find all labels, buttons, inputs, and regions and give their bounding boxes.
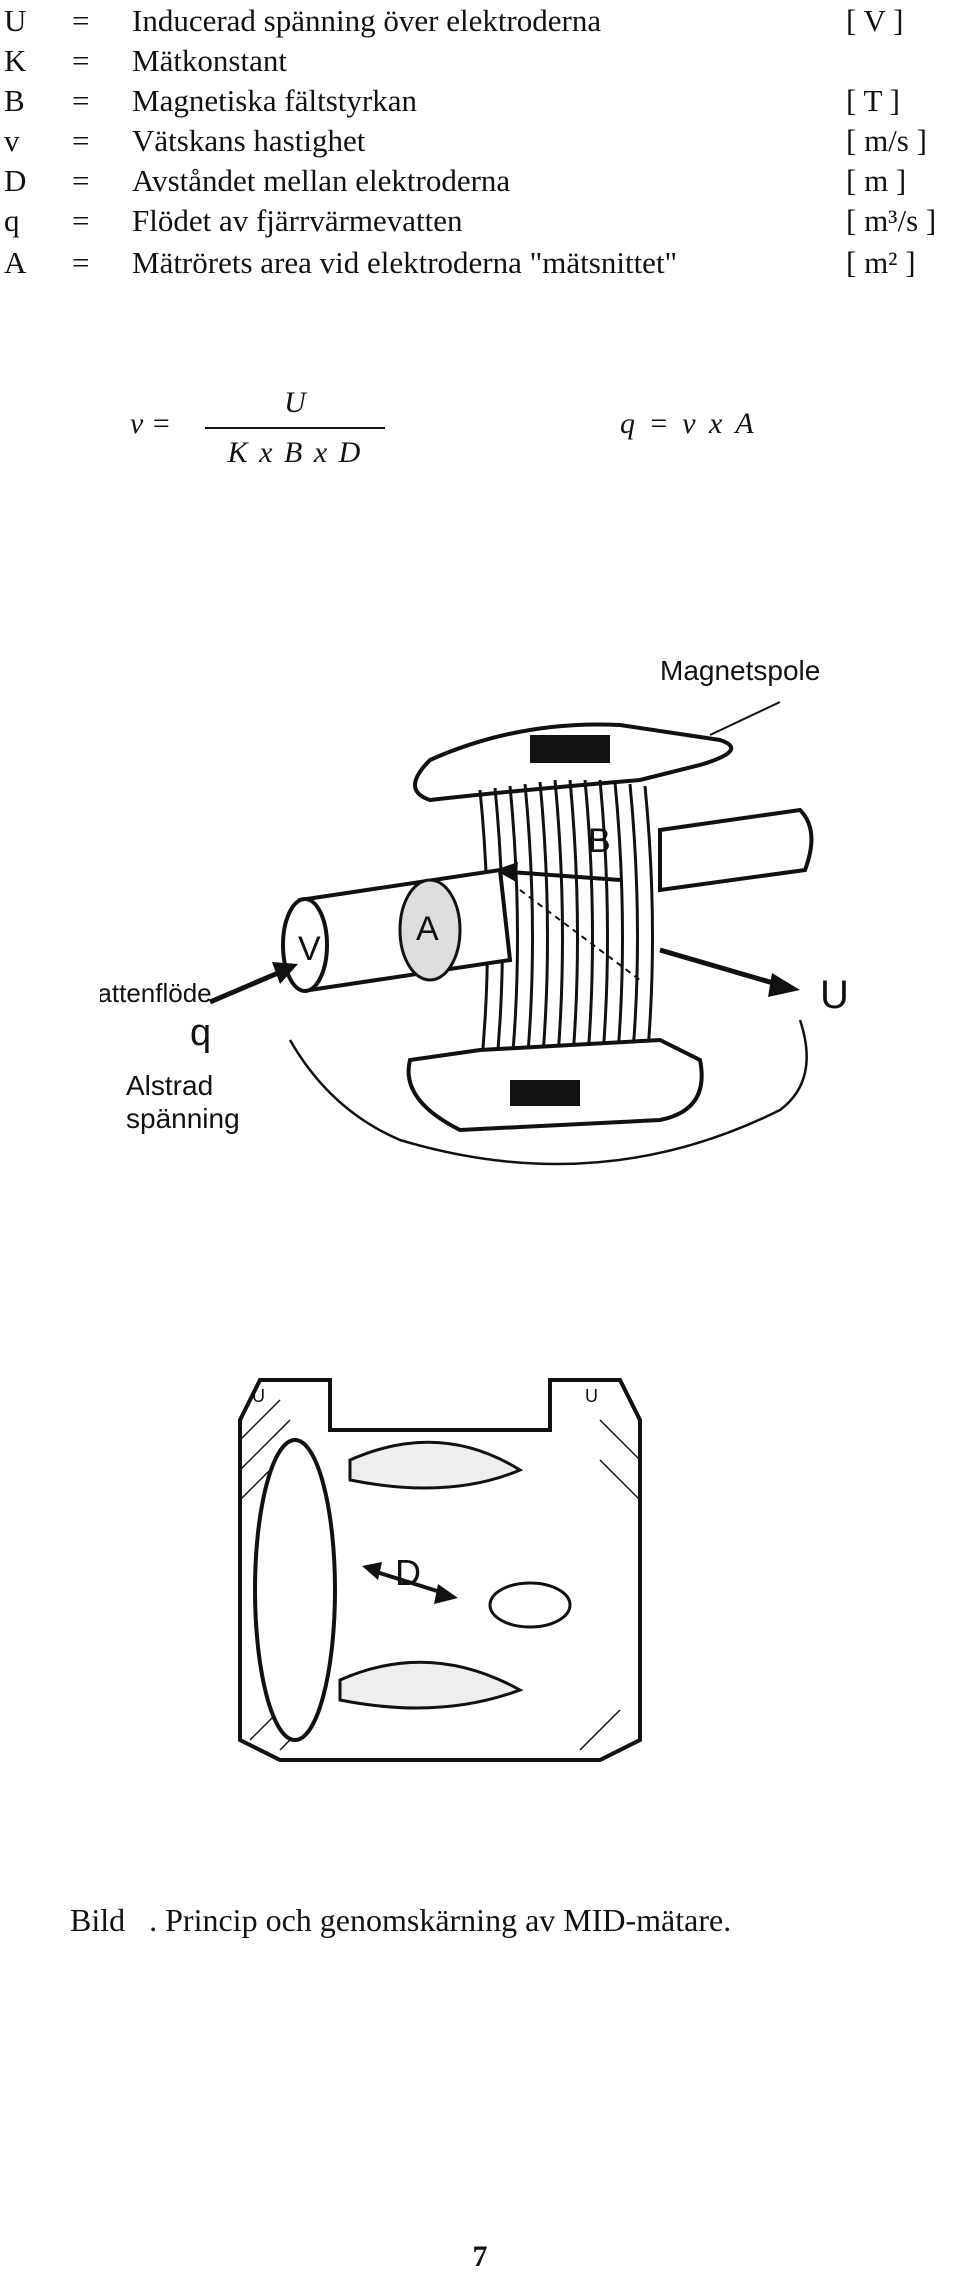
symbol: D <box>4 163 27 198</box>
definition-row: B = Magnetiska fältstyrkan [ T ] <box>0 80 960 122</box>
definition-text: Inducerad spänning över elektroderna <box>132 3 602 38</box>
flow-q-label: q <box>190 1012 211 1054</box>
electrode-distance-label: D <box>395 1552 421 1593</box>
voltage-arrowhead-right <box>768 973 800 997</box>
definition-text: Vätskans hastighet <box>132 123 366 158</box>
area-label: A <box>416 910 439 948</box>
unit: [ m/s ] <box>846 123 927 158</box>
equals-sign: = <box>72 163 90 198</box>
equals-sign: = <box>72 203 90 238</box>
lower-magnet-core <box>510 1080 580 1106</box>
voltage-circuit-loop <box>288 1019 808 1166</box>
page-number: 7 <box>472 2240 488 2273</box>
caption-text: . Princip och genomskärning av MID-mätar… <box>149 1902 732 1938</box>
definition-row: K = Mätkonstant <box>0 40 960 82</box>
symbol: v <box>4 123 20 158</box>
electrode-arrowhead-left <box>362 1562 382 1580</box>
inner-tube-opening <box>253 1438 337 1742</box>
unit: [ m ] <box>846 163 907 198</box>
vattenflode-label: Vattenflöde <box>100 978 212 1008</box>
electrode-arrowhead-right <box>434 1584 458 1604</box>
definition-row: D = Avståndet mellan elektroderna [ m ] <box>0 160 960 202</box>
velocity-fraction: U K x B x D <box>205 383 385 473</box>
symbol: q <box>4 203 20 238</box>
definition-row: U = Inducerad spänning över elektroderna… <box>0 0 960 42</box>
spanning-label: spänning <box>126 1103 240 1134</box>
equals-sign: = <box>72 245 90 280</box>
field-label: B <box>588 822 611 860</box>
definition-row: q = Flödet av fjärrvärmevatten [ m³/s ] <box>0 200 960 242</box>
unit: [ m² ] <box>846 245 916 280</box>
definition-text: Mätkonstant <box>132 43 287 78</box>
caption-label: Bild <box>70 1902 126 1938</box>
magnetspole-label: Magnetspole <box>660 655 820 686</box>
equals-sign: = <box>72 43 90 78</box>
measurement-area-section <box>398 878 462 982</box>
electrode-connector <box>488 1581 572 1629</box>
flow-arrow <box>209 967 286 1005</box>
flange-mark-left: U <box>252 1386 265 1406</box>
definition-text: Flödet av fjärrvärmevatten <box>132 203 463 238</box>
meter-body <box>238 1378 642 1762</box>
figure-caption: Bild . Princip och genomskärning av MID-… <box>70 1902 731 1939</box>
unit: [ m³/s ] <box>846 203 937 238</box>
velocity-formula-lhs: v = <box>130 407 172 440</box>
definition-row: A = Mätrörets area vid elektroderna "mät… <box>0 242 960 284</box>
symbol: K <box>4 43 27 78</box>
lower-coil <box>338 1660 524 1710</box>
mid-principle-diagram: Magnetspole A V B U Vattenflöde q Alstra… <box>100 655 849 1166</box>
voltage-arrow-left <box>509 870 621 882</box>
field-line <box>519 889 641 981</box>
pipe-outlet <box>658 807 814 893</box>
unit: [ V ] <box>846 3 904 38</box>
flow-formula: q = v x A <box>620 407 754 440</box>
definition-row: v = Vätskans hastighet [ m/s ] <box>0 120 960 162</box>
equals-sign: = <box>72 83 90 118</box>
fraction-denominator: K x B x D <box>227 436 363 469</box>
alstrad-label: Alstrad <box>126 1070 213 1101</box>
unit: [ T ] <box>846 83 900 118</box>
definition-text: Magnetiska fältstyrkan <box>132 83 417 118</box>
flange-mark-right: U <box>585 1386 598 1406</box>
symbol: U <box>4 3 27 38</box>
equals-sign: = <box>72 123 90 158</box>
velocity-label: V <box>298 930 321 968</box>
voltage-arrow-right <box>659 947 781 988</box>
definition-text: Mätrörets area vid elektroderna "mätsnit… <box>132 245 678 280</box>
fraction-bar <box>205 427 385 429</box>
mid-cutaway-illustration: D U U <box>238 1378 642 1762</box>
voltage-label: U <box>820 973 849 1017</box>
equals-sign: = <box>72 3 90 38</box>
definition-text: Avståndet mellan elektroderna <box>132 163 511 198</box>
upper-coil <box>348 1440 524 1490</box>
flow-arrowhead <box>272 962 298 984</box>
upper-magnet-core <box>530 735 610 763</box>
magnetspole-leader <box>709 701 781 736</box>
voltage-arrowhead-left <box>495 862 518 882</box>
symbol: B <box>4 83 25 118</box>
symbol: A <box>4 245 27 280</box>
fraction-numerator: U <box>284 386 306 419</box>
